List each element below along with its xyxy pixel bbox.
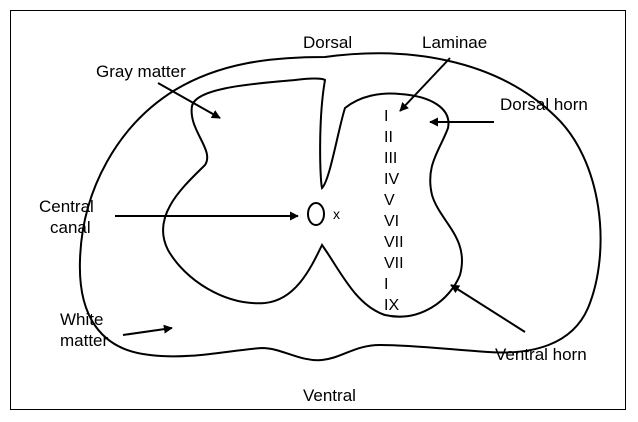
canal-mark: x [333,206,340,222]
lamina-label: VI [384,213,399,230]
ventral-horn-arrow [451,285,525,332]
central-canal-label-line1: Central [39,197,94,216]
white-matter-label-line2: matter [60,331,109,350]
lamina-label: I [384,108,388,125]
laminae-label: Laminae [422,33,487,52]
lamina-label: IX [384,297,399,314]
gray-matter-outline [163,79,462,317]
lamina-label: VII [384,234,404,251]
lamina-label: I [384,276,388,293]
lamina-label: V [384,192,395,209]
ventral-horn-label: Ventral horn [495,345,587,364]
ventral-label: Ventral [303,386,356,405]
gray-matter-arrow [158,83,220,118]
lamina-label: II [384,129,393,146]
lamina-label: III [384,150,397,167]
gray-matter-label: Gray matter [96,62,186,81]
lamina-label: IV [384,171,399,188]
central-canal-label-line2: canal [50,218,91,237]
dorsal-label: Dorsal [303,33,352,52]
dorsal-horn-label-text: Dorsal horn [500,95,588,114]
laminae-arrow [400,58,450,111]
central-canal [308,203,324,225]
white-matter-label-line1: White [60,310,103,329]
lamina-label: VII [384,255,404,272]
white-matter-arrow [123,328,172,335]
